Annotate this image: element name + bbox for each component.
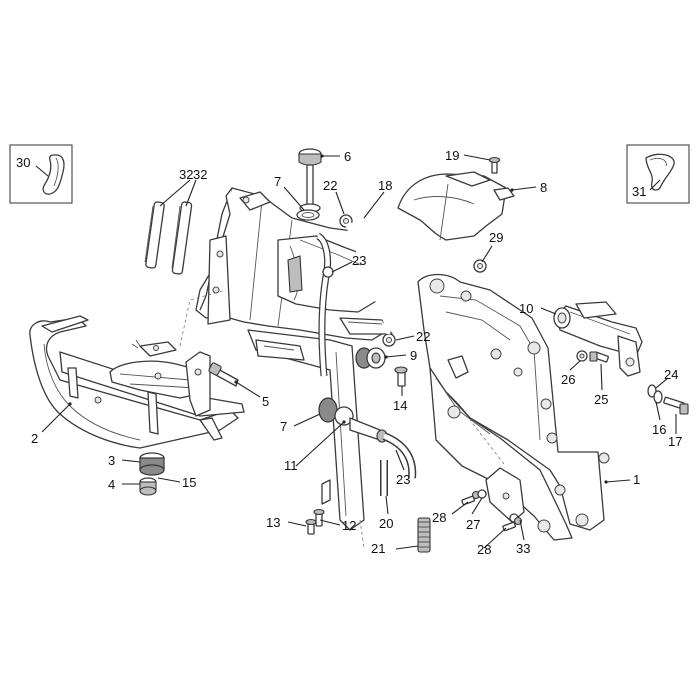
- callout-13: 13: [266, 515, 280, 530]
- part-2-front-guard: [29, 315, 245, 449]
- part-7-ring-lower: [318, 397, 354, 426]
- part-16-washer: [653, 390, 663, 404]
- callout-21: 21: [371, 541, 385, 556]
- callout-33: 33: [516, 541, 530, 556]
- callout-12: 12: [342, 518, 356, 533]
- callout-29: 29: [489, 230, 503, 245]
- part-7-ring-top: [296, 209, 320, 221]
- part-33-bracket: [485, 467, 525, 523]
- callout-25: 25: [594, 392, 608, 407]
- callout-23b: 23: [396, 472, 410, 487]
- callout-19: 19: [445, 148, 459, 163]
- callout-30: 30: [16, 155, 30, 170]
- callout-24: 24: [664, 367, 678, 382]
- part-1-swing-arm: [417, 273, 610, 541]
- inset-30: [9, 144, 73, 204]
- part-6-filler-cap: [298, 148, 322, 213]
- callout-7b: 7: [280, 419, 287, 434]
- part-32-rods: [144, 201, 193, 275]
- part-9-grommet: [355, 347, 386, 369]
- part-29-nut: [473, 259, 487, 273]
- part-22-clamp-right: [382, 333, 396, 347]
- callout-28b: 28: [477, 542, 491, 557]
- part-12-bolt: [313, 508, 325, 527]
- inset-31: [626, 144, 690, 204]
- small-bracket: [131, 339, 177, 357]
- part-4-nut: [139, 477, 157, 496]
- callout-2: 2: [31, 431, 38, 446]
- callout-9: 9: [410, 348, 417, 363]
- callout-18: 18: [378, 178, 392, 193]
- part-13-bolt: [305, 518, 317, 535]
- part-17-bolt: [663, 396, 689, 415]
- callout-16: 16: [652, 422, 666, 437]
- part-14-bolt: [394, 366, 408, 387]
- callout-20: 20: [379, 516, 393, 531]
- callout-1: 1: [633, 472, 640, 487]
- callout-3: 3: [108, 453, 115, 468]
- callout-4: 4: [108, 477, 115, 492]
- callout-6: 6: [344, 149, 351, 164]
- callout-5: 5: [262, 394, 269, 409]
- part-28-bolt-upper: [461, 490, 481, 506]
- callout-8: 8: [540, 180, 547, 195]
- small-tab: [321, 479, 331, 505]
- part-19-screw: [488, 156, 501, 174]
- callout-11: 11: [284, 458, 298, 473]
- part-18-hose: [345, 222, 395, 335]
- part-10-shock: [553, 301, 643, 377]
- callout-7a: 7: [274, 174, 281, 189]
- part-26-washer: [576, 350, 588, 362]
- part-8-cover: [397, 171, 515, 241]
- callout-labels: 1 2 3 4 5 6 7 7 8 9 10 11 12 13 14 15 16…: [16, 148, 682, 557]
- callout-27: 27: [466, 517, 480, 532]
- callout-10: 10: [519, 301, 533, 316]
- callout-14: 14: [393, 398, 407, 413]
- callout-31: 31: [632, 184, 646, 199]
- callout-15: 15: [182, 475, 196, 490]
- callout-22b: 22: [416, 329, 430, 344]
- part-21-spring: [417, 517, 431, 553]
- callout-28a: 28: [432, 510, 446, 525]
- part-5-bolt: [208, 362, 239, 387]
- part-3-rubber-mount: [139, 452, 165, 476]
- part-25-bolt: [589, 351, 609, 363]
- callout-26: 26: [561, 372, 575, 387]
- callout-32a: 32: [179, 167, 193, 182]
- callout-32b: 32: [193, 167, 207, 182]
- part-23-hose-lower: [382, 432, 417, 479]
- callout-23a: 23: [352, 253, 366, 268]
- center-lines: [179, 289, 505, 549]
- part-27-washer: [477, 489, 519, 523]
- callout-22a: 22: [323, 178, 337, 193]
- callout-17: 17: [668, 434, 682, 449]
- leader-lines: [35, 154, 677, 550]
